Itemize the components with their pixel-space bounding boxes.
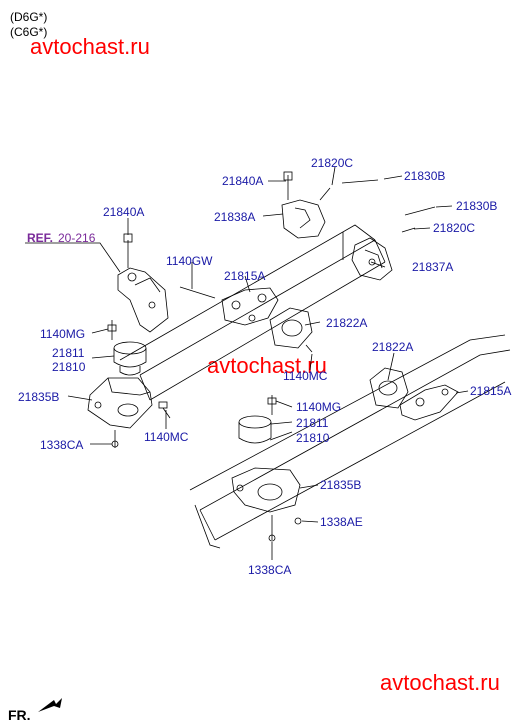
part-21811-mid[interactable]: 21811 [296,416,329,430]
part-21835B-mid[interactable]: 21835B [320,478,361,492]
insulator-21822A-right [369,367,409,409]
part-21830B-top[interactable]: 21830B [404,169,445,183]
part-21840A-top[interactable]: 21840A [222,174,263,188]
bracket-21837A [351,206,436,281]
part-1140MC-mid[interactable]: 1140MC [283,369,328,383]
part-21820C-top[interactable]: 21820C [311,156,353,170]
model-code-2: (C6G*) [10,25,48,39]
part-21830B-right[interactable]: 21830B [456,199,497,213]
watermark-top: avtochast.ru [30,34,150,59]
leader-lines [25,166,469,560]
part-21815A-right[interactable]: 21815A [470,384,511,398]
part-1140GW[interactable]: 1140GW [166,254,213,268]
bracket-21815A-mid [179,286,279,326]
part-1140MG-mid[interactable]: 1140MG [296,400,341,414]
part-21835B-left[interactable]: 21835B [18,390,59,404]
part-1338CA-left[interactable]: 1338CA [40,438,83,452]
part-21815A-mid[interactable]: 21815A [224,269,265,283]
lower-frame-rail [189,334,511,549]
upper-frame-rail [119,224,386,401]
bracket-21815A-right [399,384,459,421]
part-21810-left[interactable]: 21810 [52,360,86,374]
bracket-left [87,377,171,448]
front-arrow-icon [38,698,62,712]
insulator-center-lower [238,395,277,444]
model-code-1: (D6G*) [10,10,48,24]
part-21822A-right[interactable]: 21822A [372,340,413,354]
transaxle-mount-upper [281,171,379,239]
part-1338AE[interactable]: 1338AE [320,515,363,529]
bracket-21835B-mid [231,467,302,542]
part-1140MC-left[interactable]: 1140MC [144,430,189,444]
ref-prefix: REF. [27,231,53,245]
insulator-21822A-mid [269,307,313,353]
front-indicator: FR. [8,707,31,723]
engine-mount-left [117,233,169,333]
ref-number[interactable]: 20-216 [58,231,96,245]
part-21810-mid[interactable]: 21810 [296,431,330,445]
part-21822A-mid[interactable]: 21822A [326,316,367,330]
part-21840A-left[interactable]: 21840A [103,205,144,219]
watermark-bottom: avtochast.ru [380,670,500,695]
part-1338CA-bottom[interactable]: 1338CA [248,563,291,577]
part-21838A[interactable]: 21838A [214,210,255,224]
part-21837A[interactable]: 21837A [412,260,453,274]
part-21811-left[interactable]: 21811 [52,346,85,360]
part-1140MG-left[interactable]: 1140MG [40,327,85,341]
watermark-middle: avtochast.ru [207,353,327,378]
insulator-left [107,320,147,376]
part-21820C-right[interactable]: 21820C [433,221,475,235]
